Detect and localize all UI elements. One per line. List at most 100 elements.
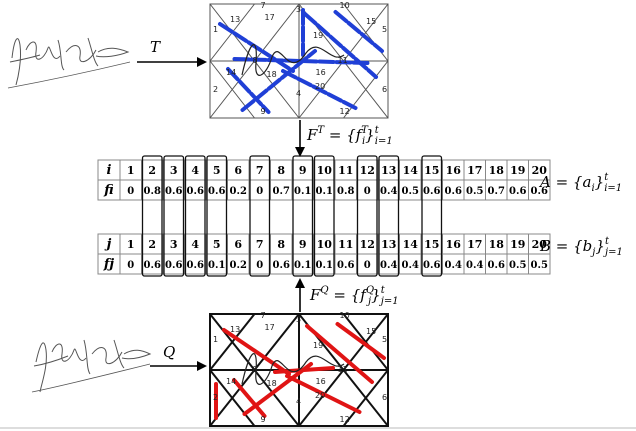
grid-segment-number: 17 xyxy=(265,323,275,332)
grid-segment-number: 18 xyxy=(267,379,277,388)
feature-stroke xyxy=(305,324,374,384)
feature-table-a: ifi1020.830.640.650.660.27080.790.1100.1… xyxy=(97,159,551,201)
table-b-value-cell: 0.2 xyxy=(230,260,247,271)
table-b-value-cell: 0.4 xyxy=(402,260,419,271)
table-b-index-cell: 2 xyxy=(148,238,156,251)
grid-segment-number: 15 xyxy=(366,327,376,336)
table-a-index-cell: 12 xyxy=(360,164,375,177)
label-B: B = {b xyxy=(539,237,592,255)
feature-stroke xyxy=(273,366,335,374)
table-b-value-cell: 0.6 xyxy=(423,260,440,271)
feature-stroke xyxy=(335,322,386,360)
table-a-index-cell: 2 xyxy=(148,164,156,177)
grid-segment-number: 1 xyxy=(213,25,218,34)
table-b-value-cell: 0.4 xyxy=(380,260,397,271)
label-FQ-end: } xyxy=(371,286,381,304)
grid-segment-number: 20 xyxy=(315,391,325,400)
table-b-index-cell: 10 xyxy=(317,238,333,251)
table-a-value-cell: 0.6 xyxy=(423,186,440,197)
label-FQ-set-sub: j xyxy=(366,296,371,307)
grid-segment-number: 13 xyxy=(230,15,240,24)
grid-segment-number: 18 xyxy=(267,70,277,79)
grid-segment-number: 16 xyxy=(316,377,326,386)
label-A-range-sup: t xyxy=(604,172,609,183)
table-b-value-cell: 0.5 xyxy=(509,260,526,271)
feature-stroke xyxy=(232,378,267,418)
table-b-index-cell: 3 xyxy=(170,238,178,251)
table-a-index-cell: 16 xyxy=(446,164,462,177)
table-a-index-cell: 1 xyxy=(127,164,135,177)
label-B-range-sup: t xyxy=(605,236,610,247)
grid-segment-number: 7 xyxy=(261,311,266,320)
matched-column-box xyxy=(163,155,185,277)
table-a-index-cell: 15 xyxy=(424,164,439,177)
table-a-value-cell: 0 xyxy=(256,186,263,197)
table-a-value-cell: 0.1 xyxy=(316,186,333,197)
label-B-end: } xyxy=(595,237,605,255)
grid-segment-number: 10 xyxy=(340,1,350,10)
label-A-end: } xyxy=(595,173,605,191)
template-signature-image xyxy=(7,37,131,89)
grid-segment-number: 19 xyxy=(313,341,323,350)
table-b-value-cell: 0.1 xyxy=(208,260,225,271)
table-b-index-cell: 12 xyxy=(360,238,375,251)
table-b-index-cell: 20 xyxy=(532,238,548,251)
grid-segment-number: 9 xyxy=(261,107,266,116)
grid-segment-number: 5 xyxy=(382,25,387,34)
grid-segment-number: 4 xyxy=(296,397,301,406)
label-T: T xyxy=(150,38,161,56)
table-a-value-cell: 0.6 xyxy=(509,186,526,197)
grid-segment-number: 3 xyxy=(296,315,301,324)
table-b-index-cell: 8 xyxy=(277,238,285,251)
matched-column-highlights xyxy=(141,155,443,277)
table-b-index-cell: 1 xyxy=(127,238,135,251)
table-b-value-cell: 0.6 xyxy=(273,260,290,271)
grid-signature xyxy=(241,353,345,385)
table-b-index-cell: 17 xyxy=(467,238,482,251)
table-a-index-cell: 6 xyxy=(234,164,242,177)
table-b-index-cell: 18 xyxy=(489,238,505,251)
label-FT-set-sup: T xyxy=(361,125,369,136)
label-A-range-sub: i=1 xyxy=(604,183,622,194)
table-a-value-cell: 0.6 xyxy=(187,186,204,197)
table-a-index-cell: 13 xyxy=(381,164,396,177)
table-b-value-cell: 0.1 xyxy=(294,260,311,271)
table-b-value-cell: 0.4 xyxy=(445,260,462,271)
label-FQ: F xyxy=(309,286,321,304)
table-b-index-cell: 15 xyxy=(424,238,439,251)
label-FT-range-sub: i=1 xyxy=(375,136,393,147)
table-b-value-cell: 0.1 xyxy=(316,260,333,271)
label-FT: F xyxy=(306,126,318,144)
grid-segment-number: 11 xyxy=(338,56,348,65)
grid-segment-number: 11 xyxy=(338,365,348,374)
table-b-index-label: j xyxy=(104,237,112,252)
feature-stroke xyxy=(281,69,358,110)
table-a-index-label: i xyxy=(107,163,112,178)
table-b-index-cell: 4 xyxy=(191,238,199,251)
table-a-index-cell: 19 xyxy=(510,164,525,177)
grid-segment-number: 19 xyxy=(313,31,323,40)
grid-segment-number: 14 xyxy=(226,68,236,77)
table-b-index-cell: 11 xyxy=(338,238,353,251)
table-a-index-cell: 4 xyxy=(191,164,199,177)
table-b-index-cell: 7 xyxy=(256,238,264,251)
label-FQ-sup: Q xyxy=(320,285,328,296)
table-b-value-cell: 0.6 xyxy=(187,260,204,271)
table-a-index-cell: 18 xyxy=(489,164,505,177)
label-FQ-set-sup: Q xyxy=(366,285,374,296)
svg-text:B = {bj}tj=1: B = {bj}tj=1 xyxy=(539,236,623,258)
table-b-value-cell: 0.6 xyxy=(165,260,182,271)
feature-stroke xyxy=(333,10,384,53)
label-FQ-range-sub: j=1 xyxy=(379,296,399,307)
grid-segment-number: 5 xyxy=(382,335,387,344)
table-a-index-cell: 5 xyxy=(213,164,221,177)
label-A: A = {a xyxy=(538,173,591,191)
table-b-index-cell: 16 xyxy=(446,238,462,251)
table-a-value-label: fi xyxy=(103,183,113,198)
feature-stroke xyxy=(218,22,295,73)
grid-segment-number: 8 xyxy=(253,56,258,65)
grid-segment-number: 2 xyxy=(213,85,218,94)
label-Q: Q xyxy=(163,343,175,361)
table-a-value-cell: 0.6 xyxy=(445,186,462,197)
